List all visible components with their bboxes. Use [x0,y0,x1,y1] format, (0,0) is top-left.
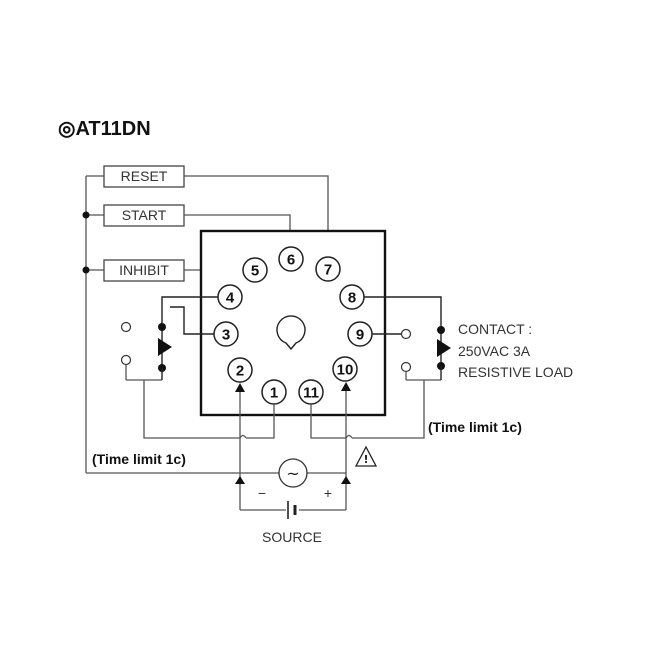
pin-5: 5 [242,257,268,283]
svg-text:9: 9 [356,327,364,344]
pin-6: 6 [278,246,304,272]
source-label: SOURCE [262,529,322,545]
contact-spec-line1: CONTACT : [458,321,532,337]
svg-text:2: 2 [236,363,244,380]
time-limit-note-right: (Time limit 1c) [428,419,522,435]
warning-mark: ! [363,453,368,466]
diagram-title: ◎AT11DN [58,118,151,140]
pin-11: 11 [298,379,324,405]
left-open-terminal-top [120,321,132,333]
pin-10: 10 [332,356,358,382]
svg-text:5: 5 [251,263,259,280]
pin-9: 9 [347,321,373,347]
right-open-terminal-top [400,328,412,340]
right-contact-arrow [437,339,451,357]
source-minus: − [258,485,266,501]
source-plus: + [324,485,332,501]
svg-text:10: 10 [337,362,354,379]
svg-text:6: 6 [287,252,295,269]
pin-3: 3 [213,321,239,347]
contact-spec-line2: 250VAC 3A [458,343,531,359]
input-wiring: RESET START INHIBIT [82,165,333,474]
pin10-arrow [341,382,351,391]
pin-1: 1 [261,379,287,405]
socket-pins: 1 2 3 4 5 6 7 8 9 10 11 [213,246,373,405]
pin-8: 8 [339,284,365,310]
svg-text:7: 7 [324,262,332,279]
svg-text:3: 3 [222,327,230,344]
warning-triangle-icon [354,445,378,467]
reset-label: RESET [121,168,168,184]
left-contact-arrow [158,338,172,356]
right-relay-contact [310,296,451,439]
right-open-terminal-bottom [400,361,412,373]
ac-supply-symbol [278,458,308,488]
pin-2: 2 [227,357,253,383]
contact-spec-line3: RESISTIVE LOAD [458,364,573,380]
pin2-arrow [235,383,245,392]
svg-text:1: 1 [270,385,278,402]
left-relay-contact [120,296,275,439]
pin-7: 7 [315,256,341,282]
ac-supply-tilde: ~ [286,464,299,483]
svg-text:8: 8 [348,290,356,307]
left-open-terminal-bottom [120,354,132,366]
inhibit-label: INHIBIT [119,262,169,278]
source-wiring: ~ − + SOURCE ! [235,382,378,545]
time-limit-note-left: (Time limit 1c) [92,451,186,467]
start-label: START [122,207,167,223]
svg-text:4: 4 [226,290,235,307]
svg-text:11: 11 [303,385,319,402]
pin-4: 4 [217,284,243,310]
socket-key [276,315,306,351]
